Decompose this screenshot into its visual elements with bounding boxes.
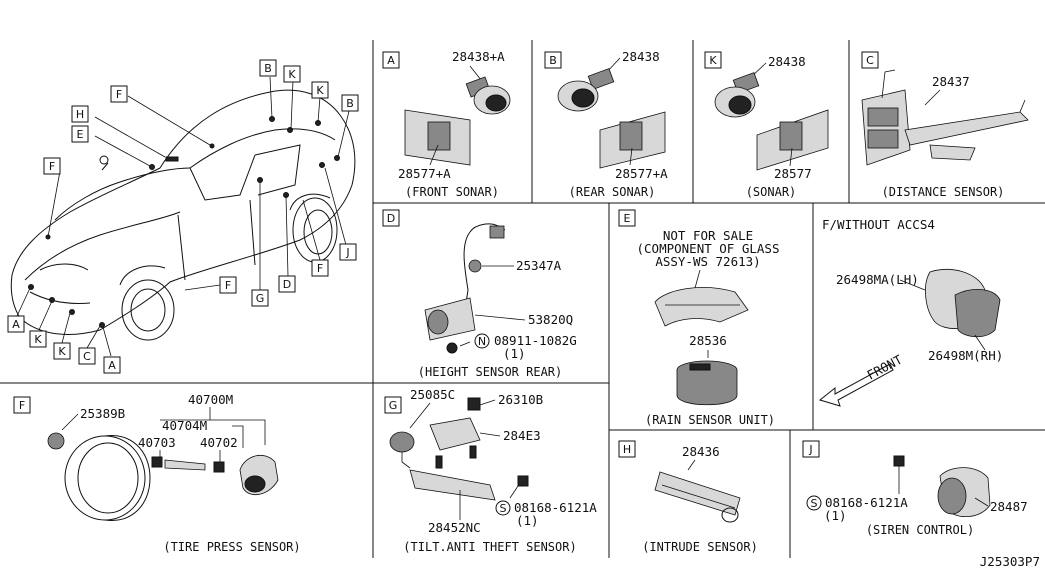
panel-tag-F: F [19,399,25,412]
part-28438-sonar: 28438 [768,54,806,69]
bolt-symbol-S-siren: S [811,497,818,510]
part-08168-6121A-siren: 08168-6121A [825,495,908,510]
callout-A-front2: A [108,359,116,372]
without-accs4-heading: F/WITHOUT ACCS4 [822,217,935,232]
callout-B-rear: B [346,97,354,110]
part-28436: 28436 [682,444,720,459]
qty-siren: (1) [824,508,847,523]
bolt-symbol-S-tilt: S [500,502,507,515]
callout-G: G [256,292,265,305]
panel-intrude-sensor: H 28436 (INTRUDE SENSOR) [618,440,758,554]
callout-K-roof: K [288,68,296,81]
callout-H: H [76,108,84,121]
panel-siren-control: J S 08168-6121A (1) 28487 (SIREN CONTROL… [802,440,1028,537]
qty-height-sensor: (1) [503,346,526,361]
part-26498M-RH: 26498M(RH) [928,348,1003,363]
qty-tilt: (1) [516,513,539,528]
diagram-id: J25303P7 [980,554,1040,569]
part-26310B: 26310B [498,392,543,407]
front-direction-label: FRONT [864,352,905,383]
panel-tag-G: G [389,399,398,412]
part-28577A-rear: 28577+A [615,166,668,181]
panel-tag-D: D [387,212,395,225]
caption-height-sensor-rear: (HEIGHT SENSOR REAR) [418,365,563,379]
part-28577-sonar: 28577 [774,166,812,181]
part-25347A: 25347A [516,258,562,273]
panel-tag-K: K [709,54,717,67]
panel-tag-J: J [808,443,812,456]
part-28437: 28437 [932,74,970,89]
part-28577A: 28577+A [398,166,451,181]
callout-K-rear: K [316,84,324,97]
part-28438-rear: 28438 [622,49,660,64]
part-26498MA-LH: 26498MA(LH) [836,272,919,287]
callout-F-left: F [49,160,55,173]
panel-front-sonar: A 28438+A 28577+A (FRONT SONAR) [382,49,511,199]
caption-rain-sensor: (RAIN SENSOR UNIT) [645,413,775,427]
panel-tag-B: B [549,54,557,67]
callout-F-side: F [225,279,231,292]
part-25085C: 25085C [410,387,455,402]
part-28452NC: 28452NC [428,520,481,535]
callout-C: C [83,350,91,363]
callout-A-front: A [12,318,20,331]
nut-symbol-N: N [478,335,486,348]
rain-note-line3: ASSY-WS 72613) [655,254,760,269]
part-25389B: 25389B [80,406,125,421]
callout-F-wheel: F [317,262,323,275]
panel-sonar: K 28438 28577 (SONAR) [704,51,829,199]
caption-rear-sonar: (REAR SONAR) [569,185,656,199]
panel-without-accs4: F/WITHOUT ACCS4 26498MA(LH) 26498M(RH) F… [818,217,1003,407]
panel-height-sensor-rear: D 25347A 53820Q N 08911-1082G (1) (HEIGH… [382,209,577,379]
panel-grid [0,40,1045,558]
part-40700M: 40700M [188,392,233,407]
panel-tilt-anti-theft: G 25085C 26310B 284E3 S 08168-6121A (1) … [384,387,597,554]
part-28438A: 28438+A [452,49,505,64]
part-28536: 28536 [689,333,727,348]
panel-distance-sensor: C 28437 (DISTANCE SENSOR) [861,51,1029,199]
part-53820Q: 53820Q [528,312,573,327]
part-284E3: 284E3 [503,428,541,443]
caption-tilt-anti-theft: (TILT.ANTI THEFT SENSOR) [403,540,576,554]
caption-intrude-sensor: (INTRUDE SENSOR) [642,540,758,554]
callout-K-front1: K [34,333,42,346]
panel-tag-H: H [623,443,631,456]
caption-siren-control: (SIREN CONTROL) [866,523,974,537]
callout-K-front2: K [58,345,66,358]
callout-D: D [283,278,291,291]
caption-tire-press-sensor: (TIRE PRESS SENSOR) [163,540,300,554]
part-28487: 28487 [990,499,1028,514]
panel-tag-C: C [866,54,874,67]
panel-tag-A: A [387,54,395,67]
part-40703: 40703 [138,435,176,450]
vehicle-overview: F H E F B K K B J F D G F A K K C A [7,59,359,374]
part-08168-6121A-tilt: 08168-6121A [514,500,597,515]
callout-J: J [345,246,349,259]
caption-front-sonar: (FRONT SONAR) [405,185,499,199]
panel-tire-press-sensor: F 25389B 40700M 40704M 40703 40702 (TIRE… [13,392,301,554]
rain-note-line2: (COMPONENT OF GLASS [637,241,780,256]
caption-sonar: (SONAR) [746,185,797,199]
callout-E: E [77,128,84,141]
caption-distance-sensor: (DISTANCE SENSOR) [882,185,1005,199]
panel-rain-sensor: E NOT FOR SALE (COMPONENT OF GLASS ASSY-… [618,209,780,427]
part-08911-1082G: 08911-1082G [494,333,577,348]
panel-tag-E: E [624,212,631,225]
part-40704M: 40704M [162,418,207,433]
panel-rear-sonar: B 28438 28577+A (REAR SONAR) [544,49,668,199]
rain-note-line1: NOT FOR SALE [663,228,753,243]
callout-F-top: F [116,88,122,101]
callout-B-roof: B [264,62,272,75]
part-40702: 40702 [200,435,238,450]
